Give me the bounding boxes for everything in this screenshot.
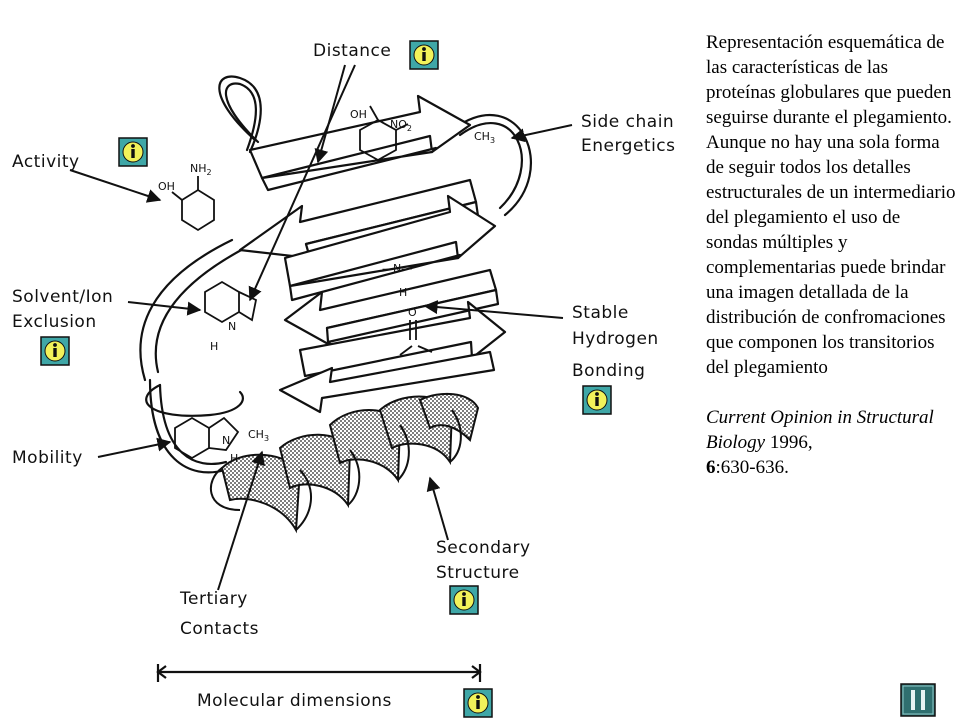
indole-ring-solvent (204, 280, 240, 324)
chem-no2: NO2 (390, 118, 412, 133)
arrow-activity (69, 169, 162, 203)
citation-journal: Current Opinion in Structural Biology (706, 407, 934, 453)
info-icon (40, 336, 70, 366)
label-activity: Activity (12, 152, 80, 172)
label-structure: Structure (436, 563, 520, 583)
helix-back-3 (397, 424, 410, 481)
info-button-secondary-structure[interactable] (449, 585, 479, 615)
backbone-top-loop (218, 75, 262, 154)
helix-tail (209, 467, 241, 511)
info-icon (463, 688, 493, 718)
info-icon (449, 585, 479, 615)
label-distance: Distance (313, 41, 391, 61)
caption-text: Representación esquemática de las caract… (706, 32, 956, 378)
citation-volume: 6 (706, 457, 716, 478)
chem-ch3-top: CH3 (474, 130, 495, 145)
arrow-secondary (426, 476, 449, 541)
arrow-side-chain (510, 124, 573, 143)
info-button-hydrogen-bonding[interactable] (582, 385, 612, 415)
helix-turn-5 (418, 392, 480, 442)
helix-turn-3 (328, 409, 402, 484)
beta-strand-1-edge (260, 146, 438, 192)
chem-h-hbond: H (399, 286, 407, 299)
arrow-solvent (127, 301, 202, 316)
label-contacts: Contacts (180, 619, 259, 639)
protein-folding-diagram: OH NO2 CH3 NH2 OH —N— H O N H N H CH3 Di… (12, 41, 676, 711)
citation-pages: :630-636. (715, 457, 789, 478)
label-exclusion: Exclusion (12, 312, 97, 332)
aminophenol-ring (181, 188, 215, 232)
backbone-left-tail (148, 378, 227, 474)
indole-ring-mobility (174, 416, 210, 460)
chem-h-indole-mobility: H (230, 452, 238, 465)
backbone-lower-loop (145, 383, 244, 417)
backbone-left-body-inner (154, 246, 247, 374)
chem-ch3-bottom: CH3 (248, 428, 269, 443)
label-energetics: Energetics (581, 136, 676, 156)
helix-back-4 (449, 409, 462, 463)
next-slide-button[interactable] (900, 683, 936, 717)
chem-oh-activity: OH (158, 180, 175, 193)
end-icon (900, 683, 936, 717)
label-hydrogen: Hydrogen (572, 329, 659, 349)
label-tertiary: Tertiary (179, 589, 248, 609)
arrow-distance-2 (248, 64, 356, 302)
label-side-chain: Side chain (581, 112, 674, 132)
helix-back-2 (347, 449, 361, 506)
chem-nh2: NH2 (190, 162, 212, 177)
caption-panel: Representación esquemática de las caract… (706, 30, 956, 480)
label-mobility: Mobility (12, 448, 83, 468)
backbone-left-body (139, 238, 234, 382)
backbone-left-tail-inner (158, 383, 228, 466)
beta-strand-3 (283, 194, 497, 288)
beta-strand-3-edge (288, 253, 462, 302)
info-icon (409, 40, 439, 70)
arrow-mobility (97, 437, 172, 458)
arrow-distance-1 (314, 64, 346, 164)
info-button-molecular-dimensions[interactable] (463, 688, 493, 718)
info-button-distance[interactable] (409, 40, 439, 70)
label-molecular-dimensions: Molecular dimensions (197, 691, 392, 711)
info-button-activity[interactable] (118, 137, 148, 167)
arrow-tertiary (217, 450, 265, 591)
info-icon (582, 385, 612, 415)
citation: Current Opinion in Structural Biology 19… (706, 405, 956, 480)
label-secondary: Secondary (436, 538, 531, 558)
helix-back-1 (295, 469, 313, 531)
chem-o-hbond: O (408, 306, 417, 319)
chem-n-indole-solvent: N (228, 320, 236, 333)
arrow-hbond (423, 300, 564, 319)
citation-year: 1996, (765, 432, 813, 453)
label-bonding: Bonding (572, 361, 645, 381)
chem-oh-top: OH (350, 108, 367, 121)
label-stable: Stable (572, 303, 629, 323)
beta-strand-6 (278, 350, 496, 414)
beta-strand-4-edge (325, 288, 500, 344)
chem-h-indole-solvent: H (210, 340, 218, 353)
info-icon (118, 137, 148, 167)
chem-n-hbond: —N— (382, 262, 412, 275)
helix-turn-2 (278, 433, 352, 509)
chem-n-indole-mobility: N (222, 434, 230, 447)
backbone-top-loop-inner (225, 82, 260, 152)
label-solvent-ion: Solvent/Ion (12, 287, 113, 307)
info-button-solvent-ion[interactable] (40, 336, 70, 366)
